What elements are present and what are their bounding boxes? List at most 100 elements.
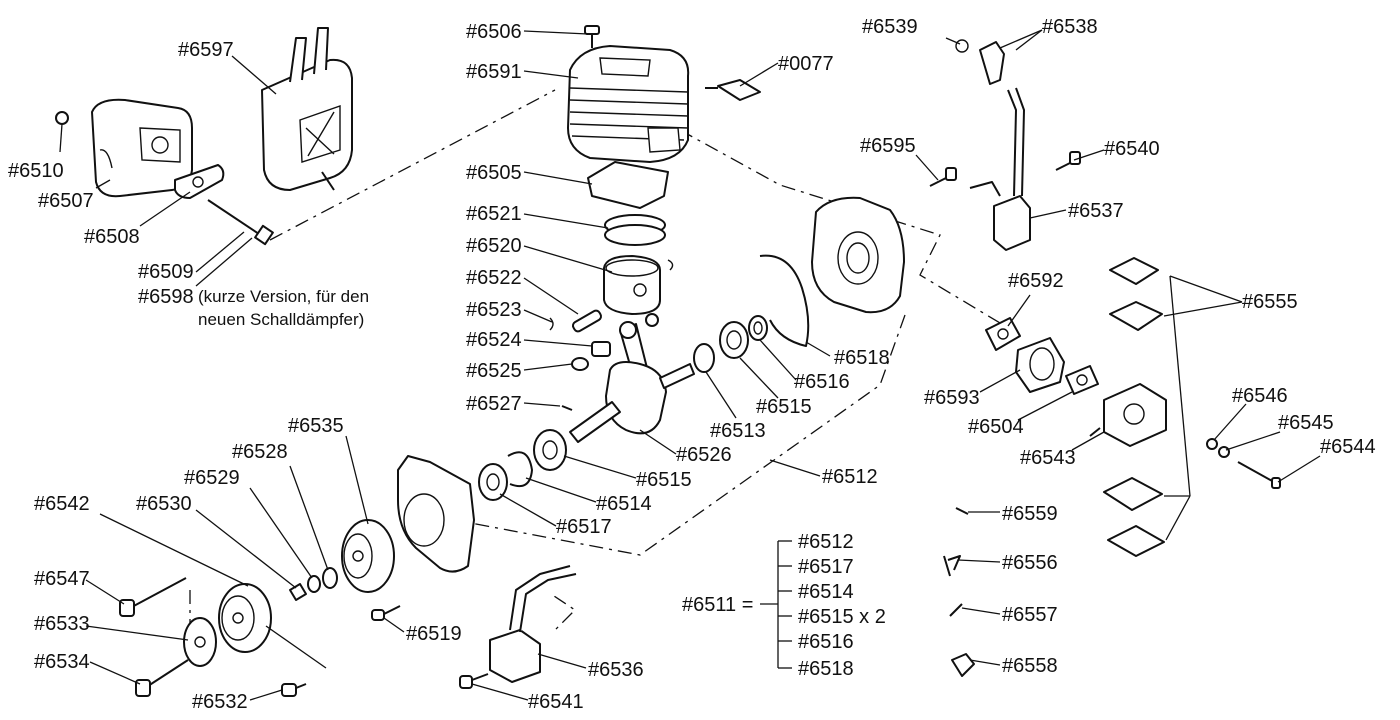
seal-6517-shape [478,463,508,501]
label-6540: #6540 [1104,138,1160,160]
small-bearing-shape [645,313,659,327]
label-6537: #6537 [1068,200,1124,222]
screw-6519-shape [371,605,401,621]
needle-6557-shape [949,603,963,617]
label-6592: #6592 [1008,270,1064,292]
label-6522: #6522 [466,267,522,289]
key-6527-shape [561,405,573,411]
lever-6556-shape [943,555,961,577]
label-6510: #6510 [8,160,64,182]
label-6536: #6536 [588,659,644,681]
screw-6540-shape [1055,151,1081,171]
gasket-6508-shape [174,164,225,199]
label-6525: #6525 [466,360,522,382]
label-6544: #6544 [1320,436,1376,458]
adapter-6593-shape [1015,337,1065,393]
label-6556: #6556 [1002,552,1058,574]
label-6530: #6530 [136,493,192,515]
label-6557: #6557 [1002,604,1058,626]
carburetor-6543-shape [1089,383,1167,447]
piston-6520-shape [603,255,661,315]
spark-plug-0077-shape [705,79,761,101]
label-6559: #6559 [1002,503,1058,525]
spring-6559-shape [955,507,969,515]
label-6524: #6524 [466,329,522,351]
screw-6506-shape [584,25,600,48]
label-6505: #6505 [466,162,522,184]
screw-6544-shape [1237,461,1281,489]
washer-6545-shape [1218,446,1230,458]
label-6555: #6555 [1242,291,1298,313]
label-6533: #6533 [34,613,90,635]
lockwasher-6529-shape [307,575,321,593]
gasket-6518-shape [759,254,810,347]
piston-rings-6521-shape [604,214,666,246]
label-6593: #6593 [924,387,980,409]
circlip-6514-shape [507,451,533,488]
nut-6510-shape [55,111,69,125]
washer-6528-shape [322,567,338,589]
label-6597: #6597 [178,39,234,61]
screw-6595-shape [929,167,957,187]
label-6520: #6520 [466,235,522,257]
fitting-6558-shape [951,653,975,677]
label-6519: #6519 [406,623,462,645]
label-6512: #6512 [822,466,878,488]
bolt-6534-shape [135,659,189,697]
ignition-module-6536-shape [489,565,577,683]
screw-6532-shape [281,683,307,697]
label-6529: #6529 [184,467,240,489]
piston-pin-6522-shape [571,309,603,333]
spark-cap-6538-shape [955,39,1005,85]
crankcase-front-shape [397,455,475,573]
gasket-6592-shape [985,317,1021,351]
gasket-6504-shape [1065,365,1099,395]
callout-labels: #6506 #6591 #0077 #6597 #6510 #6507 #650… [8,16,1376,713]
label-6508: #6508 [84,226,140,248]
washer-6546-shape [1206,438,1218,450]
muffler-6597-shape [261,27,353,191]
washer-6525-shape [571,357,589,371]
note-line-2: neuen Schalldämpfer) [198,310,364,329]
cylinder-6591-shape [567,45,690,163]
label-6543: #6543 [1020,447,1076,469]
label-6542: #6542 [34,493,90,515]
crankcase-rear-shape [811,196,905,314]
leader-lines [59,29,1321,701]
bearing-6515a-shape [719,321,749,359]
kit-item: #6512 [798,531,854,553]
kit-item: #6514 [798,581,854,603]
label-6521: #6521 [466,203,522,225]
label-6509: #6509 [138,261,194,283]
label-6532: #6532 [192,691,248,713]
label-6547: #6547 [34,568,90,590]
label-6526: #6526 [676,444,732,466]
gasket-6505-shape [587,161,669,209]
label-6546: #6546 [1232,385,1288,407]
ignition-coil-6537-shape [969,87,1031,251]
kit-item: #6516 [798,631,854,653]
label-6534: #6534 [34,651,90,673]
clip-6523-shape [549,317,554,331]
screw-6541-shape [459,673,489,689]
label-6541: #6541 [528,691,584,713]
bolt-6509-shape [207,199,274,246]
needle-bearing-6524-shape [591,341,611,357]
label-6507: #6507 [38,190,94,212]
kit-item: #6515 x 2 [798,606,886,628]
label-6506: #6506 [466,21,522,43]
fan-6542-shape [218,583,272,653]
label-6515a: #6515 [756,396,812,418]
label-6591: #6591 [466,61,522,83]
bearing-6515b-shape [533,429,567,471]
label-6528: #6528 [232,441,288,463]
label-6516: #6516 [794,371,850,393]
crankshaft-6526-shape [569,321,695,443]
label-6595: #6595 [860,135,916,157]
kit-bracket [760,540,792,669]
clip-6523b-shape [667,259,674,271]
starter-plate-6533-shape [183,617,217,667]
diaphragm-kit-6555-shape [1103,257,1165,557]
label-6545: #6545 [1278,412,1334,434]
